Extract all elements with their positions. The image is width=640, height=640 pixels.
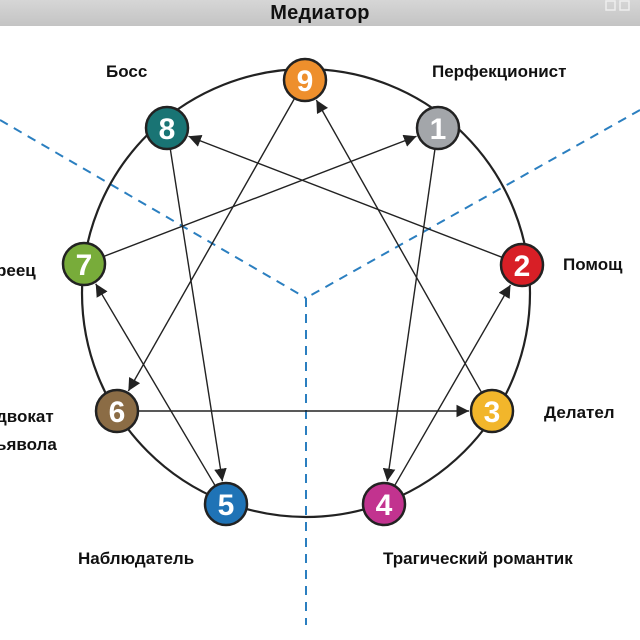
label-type-1: Перфекционист [432,62,566,81]
node-type-2: 2 [499,242,545,288]
node-number: 8 [159,113,176,146]
label-type-5: Наблюдатель [78,549,194,568]
top-title-bar: Медиатор [0,0,640,26]
label-type-2: Помощ [563,255,623,274]
node-circle [499,242,545,288]
arrow-1-to-4 [382,148,436,482]
node-circle [282,57,328,103]
node-number: 3 [484,396,501,429]
label-type-4: Трагический романтик [383,549,573,568]
node-type-6: 6 [94,388,140,434]
label-type-7: реец [0,261,36,280]
node-type-1: 1 [415,105,461,151]
label-type-8: Босс [106,62,147,81]
label-type-6-line2: ьявола [0,435,57,454]
node-number: 2 [514,250,531,283]
node-type-5: 5 [203,481,249,527]
node-circle [203,481,249,527]
node-type-4: 4 [361,481,407,527]
arrow-2-to-8 [188,134,503,259]
arrow-9-to-6 [127,97,296,392]
node-type-9: 9 [282,57,328,103]
divider-line [0,119,307,299]
arrow-7-to-1 [103,134,417,258]
node-circle [469,388,515,434]
diagram-title: Медиатор [270,2,370,24]
node-type-7: 7 [61,241,107,287]
arrow-5-to-7 [95,283,216,487]
arrows [95,97,512,487]
node-circle [61,241,107,287]
node-circle [94,388,140,434]
label-type-3: Делател [544,403,615,422]
arrow-3-to-9 [315,99,483,394]
arrow-8-to-5 [169,148,227,482]
node-circle [144,105,190,151]
share-icon [605,0,630,11]
node-number: 7 [76,249,93,282]
node-number: 6 [109,396,126,429]
dashed-dividers [0,109,640,625]
node-number: 5 [218,489,235,522]
arrow-4-to-2 [393,284,512,487]
node-type-3: 3 [469,388,515,434]
node-number: 4 [376,489,393,522]
node-number: 9 [297,65,314,98]
node-circle [415,105,461,151]
node-number: 1 [430,113,447,146]
type-labels: Босс Перфекционист реец Помощ двокат ьяв… [0,62,623,568]
node-circle [361,481,407,527]
label-type-6: двокат [0,407,54,426]
type-nodes: 1 2 3 4 5 6 7 8 9 [61,57,545,527]
node-type-8: 8 [144,105,190,151]
